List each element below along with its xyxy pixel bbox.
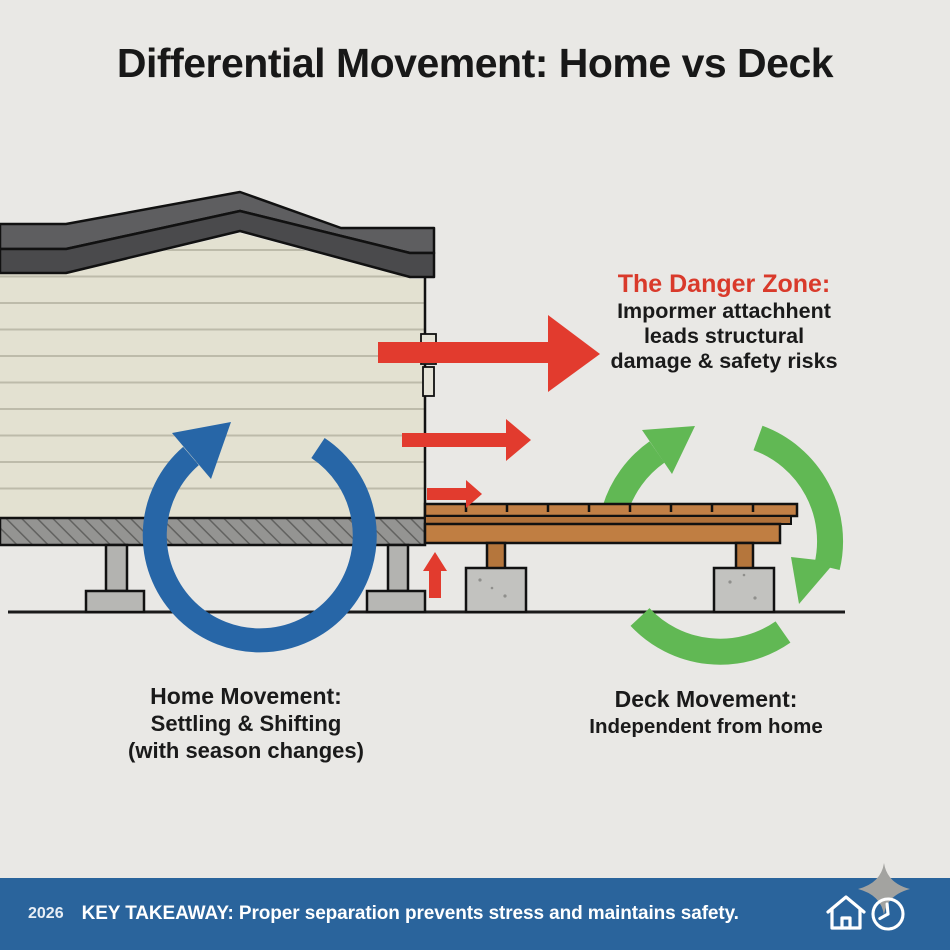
home-movement-heading: Home Movement: bbox=[150, 683, 342, 709]
red-arrow-up-body bbox=[429, 569, 441, 598]
green-arc-top bbox=[602, 441, 665, 515]
deck-illustration bbox=[423, 502, 799, 614]
house-piers bbox=[84, 543, 427, 614]
blue-arrowhead bbox=[172, 422, 231, 479]
deck-posts bbox=[485, 541, 755, 572]
green-arrowhead-right bbox=[791, 557, 835, 604]
deck-movement-label: Deck Movement: Independent from home bbox=[556, 685, 856, 740]
house-roof bbox=[0, 190, 436, 279]
deck-beam bbox=[423, 522, 782, 545]
red-arrow-up-head bbox=[423, 552, 447, 571]
danger-zone-line: Impormer attachhent bbox=[617, 299, 831, 323]
danger-zone-line: leads structural bbox=[643, 324, 805, 348]
deck-movement-heading: Deck Movement: bbox=[614, 686, 798, 712]
sparkle-icon bbox=[858, 863, 910, 915]
red-arrow-small-body bbox=[427, 488, 466, 500]
key-takeaway-bar: 2026 KEY TAKEAWAY: Proper separation pre… bbox=[0, 863, 950, 950]
red-arrow-large-head bbox=[548, 315, 600, 392]
danger-zone-heading: The Danger Zone: bbox=[617, 270, 831, 298]
house-siding bbox=[0, 233, 425, 518]
deck-footings bbox=[464, 566, 776, 614]
home-rotation-arrow bbox=[142, 422, 377, 653]
home-movement-line: Settling & Shifting bbox=[150, 711, 342, 736]
home-icon bbox=[826, 895, 866, 930]
footer-icons bbox=[824, 863, 924, 950]
home-movement-label: Home Movement: Settling & Shifting (with… bbox=[96, 682, 396, 764]
stress-arrows bbox=[378, 315, 600, 598]
page-title: Differential Movement: Home vs Deck bbox=[116, 40, 834, 86]
clock-icon bbox=[871, 897, 905, 931]
red-arrow-large-body bbox=[378, 342, 548, 363]
red-arrow-small-head bbox=[466, 480, 482, 508]
red-arrow-medium-body bbox=[402, 433, 506, 447]
green-arc-bottom bbox=[630, 607, 791, 665]
takeaway-text: KEY TAKEAWAY: Proper separation prevents… bbox=[81, 903, 739, 924]
footing-speckles bbox=[478, 573, 757, 600]
green-arc-right bbox=[753, 425, 844, 571]
danger-zone-line: damage & safety risks bbox=[610, 349, 838, 373]
deck-boards bbox=[423, 502, 799, 518]
year-label: 2026 bbox=[28, 905, 64, 922]
green-arrowhead-top bbox=[642, 426, 695, 474]
home-movement-line: (with season changes) bbox=[128, 738, 364, 763]
deck-movement-line: Independent from home bbox=[589, 715, 823, 738]
red-arrow-medium-head bbox=[506, 419, 531, 461]
danger-zone-label: The Danger Zone: Impormer attachhent lea… bbox=[583, 270, 865, 374]
deck-board-gaps bbox=[464, 505, 755, 512]
